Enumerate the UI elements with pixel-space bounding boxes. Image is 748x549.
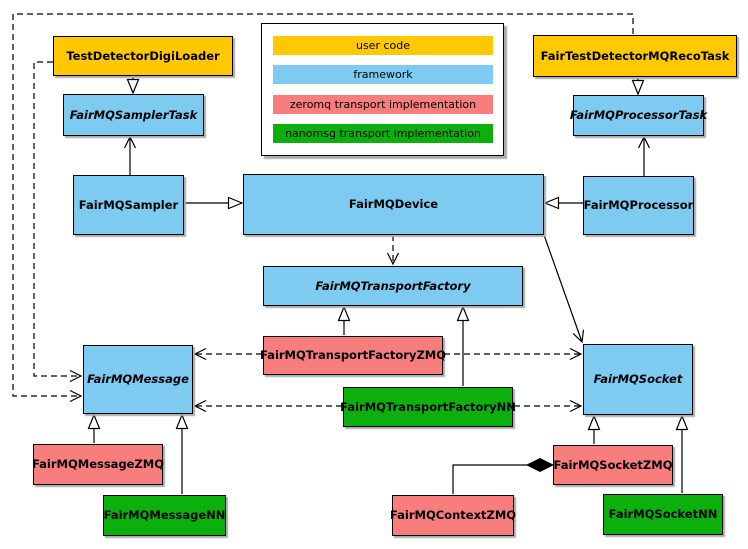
node-fair-mq-sampler-task: FairMQSamplerTask bbox=[63, 94, 204, 136]
node-fair-mq-message-zmq: FairMQMessageZMQ bbox=[32, 444, 164, 485]
legend-item-nanomsg-transport: nanomsg transport implementation bbox=[273, 123, 493, 143]
node-fair-mq-processor: FairMQProcessor bbox=[583, 176, 694, 235]
legend-item-user-code: user code bbox=[273, 36, 493, 55]
node-fair-mq-sampler: FairMQSampler bbox=[73, 175, 184, 235]
node-test-detector-digi-loader: TestDetectorDigiLoader bbox=[53, 36, 233, 76]
node-fair-mq-context-zmq: FairMQContextZMQ bbox=[390, 495, 516, 536]
legend-item-framework: framework bbox=[273, 65, 493, 85]
node-fair-mq-transport-factory-nn: FairMQTransportFactoryNN bbox=[340, 387, 516, 427]
node-fair-mq-socket: FairMQSocket bbox=[583, 344, 693, 415]
node-fair-mq-message: FairMQMessage bbox=[83, 345, 193, 414]
legend: user code framework zeromq transport imp… bbox=[261, 23, 504, 156]
node-fair-mq-transport-factory: FairMQTransportFactory bbox=[263, 266, 523, 306]
node-fair-test-detector-mq-reco-task: FairTestDetectorMQRecoTask bbox=[533, 35, 737, 77]
composition-diamond bbox=[525, 457, 555, 473]
node-fair-mq-device: FairMQDevice bbox=[243, 174, 544, 235]
node-fair-mq-socket-nn: FairMQSocketNN bbox=[603, 494, 723, 535]
edge-socketzmq-contextzmq bbox=[452, 464, 527, 494]
legend-item-zeromq-transport: zeromq transport implementation bbox=[273, 94, 493, 114]
node-fair-mq-transport-factory-zmq: FairMQTransportFactoryZMQ bbox=[260, 336, 446, 375]
node-fair-mq-message-nn: FairMQMessageNN bbox=[103, 495, 226, 536]
node-fair-mq-socket-zmq: FairMQSocketZMQ bbox=[553, 445, 673, 485]
edge-device-socket bbox=[543, 234, 585, 344]
node-fair-mq-processor-task: FairMQProcessorTask bbox=[570, 95, 707, 136]
